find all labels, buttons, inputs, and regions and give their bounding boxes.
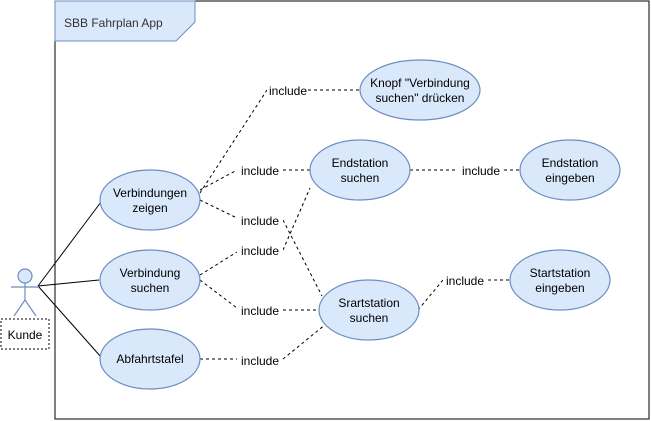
include-label: include bbox=[241, 354, 279, 368]
usecase-label: Startstation bbox=[530, 266, 591, 280]
usecase-label: eingeben bbox=[535, 281, 584, 295]
include-line-2a bbox=[199, 169, 238, 191]
actor-icon bbox=[11, 268, 39, 317]
usecase-label: Endstation bbox=[542, 156, 599, 170]
include-line-5a bbox=[199, 279, 238, 309]
usecase-abfahrtstafel[interactable] bbox=[99, 328, 201, 390]
include-line-8a bbox=[417, 279, 444, 311]
usecase-label: Srartstation bbox=[338, 296, 399, 310]
actor-associations bbox=[37, 201, 102, 358]
assoc-verbindungen-zeigen bbox=[37, 201, 102, 287]
usecase-label: Verbindung bbox=[120, 266, 181, 280]
include-label: include bbox=[241, 214, 279, 228]
usecase-startstation-eingeben[interactable] bbox=[509, 249, 611, 311]
usecase-label: eingeben bbox=[545, 171, 594, 185]
include-label: include bbox=[269, 84, 307, 98]
include-label: include bbox=[241, 244, 279, 258]
system-title: SBB Fahrplan App bbox=[64, 16, 163, 30]
include-lines bbox=[199, 89, 521, 360]
usecase-label: suchen bbox=[341, 171, 380, 185]
include-line-3b bbox=[282, 219, 323, 297]
include-labels: include include include include include … bbox=[237, 82, 504, 368]
usecase-endstation-eingeben[interactable] bbox=[519, 139, 621, 201]
actor-label: Kunde bbox=[8, 328, 43, 342]
usecase-label: Verbindungen bbox=[113, 186, 187, 200]
usecase-label: suchen bbox=[350, 311, 389, 325]
usecase-label: Abfahrtstafel bbox=[116, 352, 183, 366]
usecase-startstation-suchen[interactable] bbox=[318, 279, 420, 341]
include-label: include bbox=[462, 164, 500, 178]
use-cases bbox=[99, 59, 621, 390]
include-label: include bbox=[446, 274, 484, 288]
assoc-verbindung-suchen bbox=[37, 279, 100, 287]
actor-label-box bbox=[0, 318, 50, 350]
usecase-label: Knopf "Verbindung bbox=[370, 76, 470, 90]
usecase-verbindung-suchen[interactable] bbox=[99, 249, 201, 311]
include-label: include bbox=[241, 164, 279, 178]
use-case-labels: Verbindungen zeigen Verbindung suchen Ab… bbox=[113, 76, 598, 366]
usecase-endstation-suchen[interactable] bbox=[309, 139, 411, 201]
usecase-label: Endstation bbox=[332, 156, 389, 170]
usecase-verbindungen-zeigen[interactable] bbox=[99, 169, 201, 231]
actor-kunde[interactable]: Kunde bbox=[0, 268, 50, 350]
system-title-tab bbox=[54, 0, 196, 42]
assoc-abfahrtstafel bbox=[37, 285, 102, 358]
usecase-knopf-druecken[interactable] bbox=[359, 59, 481, 121]
include-line-3a bbox=[199, 199, 238, 219]
usecase-label: zeigen bbox=[132, 201, 167, 215]
include-line-4b bbox=[282, 187, 311, 251]
usecase-label: suchen" drücken bbox=[376, 91, 465, 105]
include-line-1a bbox=[199, 89, 268, 194]
usecase-label: suchen bbox=[131, 281, 170, 295]
include-label: include bbox=[241, 304, 279, 318]
include-line-4a bbox=[199, 251, 238, 276]
